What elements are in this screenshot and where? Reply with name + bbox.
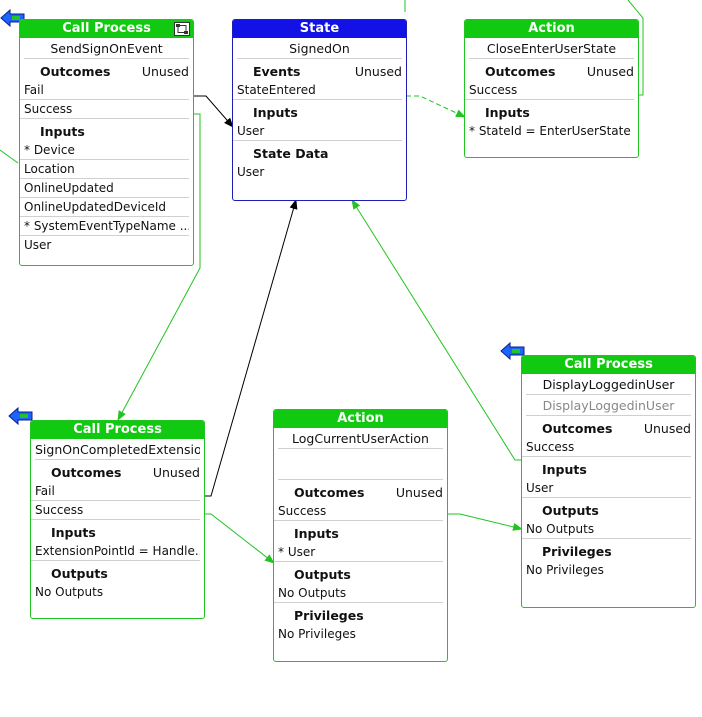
wire-state-to-closeenter <box>406 95 466 118</box>
privilege-row[interactable]: No Privileges <box>278 627 356 641</box>
node-header: Action <box>465 20 638 38</box>
state-data-heading: State Data <box>253 146 329 161</box>
node-name: SendSignOnEvent <box>24 40 189 59</box>
call-process-gate-icon[interactable] <box>500 341 526 361</box>
input-row[interactable]: User <box>233 122 402 141</box>
wire-completed-fail-to-state <box>204 199 298 497</box>
wire-offscreen-top-right <box>627 0 644 96</box>
outcomes-status: Unused <box>643 421 691 436</box>
outcomes-label: Outcomes <box>40 64 111 79</box>
outcomes-status: Unused <box>395 485 443 500</box>
wire-offscreen-left <box>0 149 19 164</box>
inputs-heading: Inputs <box>51 525 96 540</box>
subflow-icon[interactable] <box>174 22 190 36</box>
node-header: Call Process <box>31 421 204 439</box>
events-status: Unused <box>354 64 402 79</box>
node-header: Call Process <box>522 356 695 374</box>
privileges-heading: Privileges <box>294 608 364 623</box>
call-process-gate-icon[interactable] <box>8 406 34 426</box>
input-row[interactable]: Location <box>20 160 189 179</box>
node-header: Call Process <box>20 20 193 38</box>
node-close-enter-user-state[interactable]: Action CloseEnterUserState Outcomes Unus… <box>464 19 639 158</box>
node-name: DisplayLoggedinUser <box>526 376 691 395</box>
outcome-row[interactable]: Fail <box>20 81 189 100</box>
node-header: State <box>233 20 406 38</box>
wire-log-success-to-display <box>447 513 523 531</box>
events-label: Events <box>253 64 301 79</box>
node-name: LogCurrentUserAction <box>278 430 443 449</box>
output-row[interactable]: No Outputs <box>35 585 104 599</box>
node-name: SignOnCompletedExtension <box>35 441 200 460</box>
outcomes-heading: Outcomes Unused <box>522 420 695 438</box>
input-row[interactable]: ExtensionPointId = Handle... <box>31 542 200 561</box>
inputs-heading: Inputs <box>40 124 85 139</box>
node-name: CloseEnterUserState <box>469 40 634 59</box>
node-display-loggedin-user[interactable]: Call Process DisplayLoggedinUser Display… <box>521 355 696 608</box>
outcomes-status: Unused <box>141 64 189 79</box>
outputs-heading: Outputs <box>51 566 108 581</box>
node-signon-completed-extension[interactable]: Call Process SignOnCompletedExtension Ou… <box>30 420 205 619</box>
inputs-heading: Inputs <box>485 105 530 120</box>
events-heading: Events Unused <box>233 63 406 81</box>
node-send-signon-event[interactable]: Call Process SendSignOnEvent Outcomes Un… <box>19 19 194 266</box>
input-row[interactable]: OnlineUpdated <box>20 179 189 198</box>
outcome-row[interactable]: Success <box>31 501 200 520</box>
empty-row <box>278 449 443 480</box>
node-subname: DisplayLoggedinUser <box>526 397 691 416</box>
output-row[interactable]: No Outputs <box>274 584 443 603</box>
wire-completed-success-to-log <box>204 513 275 564</box>
input-row[interactable]: * Device <box>20 141 189 160</box>
input-row[interactable]: * User <box>274 543 443 562</box>
node-header: Action <box>274 410 447 428</box>
privileges-heading: Privileges <box>542 544 612 559</box>
outcomes-heading: Outcomes Unused <box>31 464 204 482</box>
outcomes-heading: Outcomes Unused <box>274 484 447 502</box>
node-log-current-user-action[interactable]: Action LogCurrentUserAction Outcomes Unu… <box>273 409 448 662</box>
outcomes-label: Outcomes <box>294 485 365 500</box>
outcomes-status: Unused <box>586 64 634 79</box>
input-row[interactable]: User <box>24 238 52 252</box>
outcomes-heading: Outcomes Unused <box>465 63 638 81</box>
inputs-heading: Inputs <box>253 105 298 120</box>
node-state-signed-on[interactable]: State SignedOn Events Unused StateEntere… <box>232 19 407 201</box>
state-data-row[interactable]: User <box>237 165 265 179</box>
outcomes-label: Outcomes <box>542 421 613 436</box>
outputs-heading: Outputs <box>542 503 599 518</box>
outcomes-status: Unused <box>152 465 200 480</box>
event-row[interactable]: StateEntered <box>233 81 402 100</box>
outcome-row[interactable]: Success <box>522 438 691 457</box>
privilege-row[interactable]: No Privileges <box>526 563 604 577</box>
input-row[interactable]: * SystemEventTypeName ... <box>20 217 189 236</box>
input-row[interactable]: OnlineUpdatedDeviceId <box>20 198 189 217</box>
node-type-label: Call Process <box>62 21 151 36</box>
outcome-row[interactable]: Success <box>274 502 443 521</box>
wire-display-success-to-state <box>351 199 522 461</box>
outcome-row[interactable]: Success <box>20 100 189 119</box>
output-row[interactable]: No Outputs <box>522 520 691 539</box>
outcomes-label: Outcomes <box>51 465 122 480</box>
wire-sendsignon-fail-to-state <box>192 95 234 128</box>
outputs-heading: Outputs <box>294 567 351 582</box>
wire-sendsignon-success-to-completed <box>117 113 201 421</box>
input-row[interactable]: User <box>522 479 691 498</box>
outcomes-label: Outcomes <box>485 64 556 79</box>
outcomes-heading: Outcomes Unused <box>20 63 193 81</box>
inputs-heading: Inputs <box>294 526 339 541</box>
outcome-row[interactable]: Success <box>465 81 634 100</box>
call-process-gate-icon[interactable] <box>0 8 26 28</box>
outcome-row[interactable]: Fail <box>31 482 200 501</box>
input-row[interactable]: * StateId = EnterUserState <box>469 124 631 138</box>
node-name: SignedOn <box>237 40 402 59</box>
inputs-heading: Inputs <box>542 462 587 477</box>
